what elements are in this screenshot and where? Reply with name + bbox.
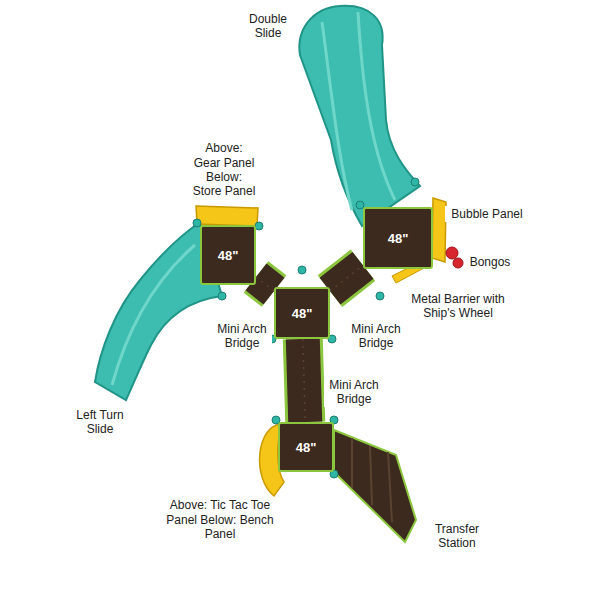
bridge-rail [303, 339, 305, 422]
mini-arch-bridge [330, 265, 363, 291]
bridge-rail [256, 277, 274, 291]
bridge-slats [303, 339, 305, 422]
callout-label: Transfer Station [425, 521, 489, 552]
callout-label: Metal Barrier with Ship's Wheel [408, 291, 508, 322]
platform-height: 48" [388, 231, 409, 246]
callout-label: Mini Arch Bridge [324, 377, 384, 408]
transfer-step [352, 438, 392, 522]
callout-label: Mini Arch Bridge [212, 321, 272, 352]
callout-label: Above: Tic Tac Toe Panel Below: Bench Pa… [163, 497, 277, 542]
slide-groove [322, 22, 352, 210]
platform-deck: 48" [278, 422, 334, 472]
gear-store-panel [196, 206, 258, 226]
platform-height: 48" [296, 440, 317, 455]
slide-groove [112, 245, 195, 385]
bridge-group [303, 339, 305, 422]
platform-deck: 48" [363, 207, 433, 269]
bridge-rail [330, 265, 363, 291]
bridge-group [256, 277, 274, 291]
callout-label: Bongos [465, 254, 515, 270]
bridge-slats [330, 265, 363, 291]
transfer-station [334, 430, 416, 542]
callout-label: Double Slide [242, 11, 294, 42]
slide-groove [358, 12, 395, 200]
callout-label: Left Turn Slide [70, 407, 130, 438]
double-slide [299, 6, 420, 226]
platform-deck: 48" [274, 287, 330, 339]
platform-deck: 48" [200, 225, 256, 285]
platform-height: 48" [292, 306, 313, 321]
bridge-slats [256, 277, 274, 291]
platform-height: 48" [218, 248, 239, 263]
callout-label: Bubble Panel [445, 206, 529, 222]
mini-arch-bridge [303, 339, 305, 422]
bridge-group [330, 265, 363, 291]
callout-label: Mini Arch Bridge [346, 321, 406, 352]
mini-arch-bridge [256, 277, 274, 291]
callout-label: Above: Gear Panel Below: Store Panel [189, 140, 259, 200]
bongo [453, 258, 463, 268]
bubble-panel [432, 198, 446, 262]
bongo [446, 247, 458, 259]
